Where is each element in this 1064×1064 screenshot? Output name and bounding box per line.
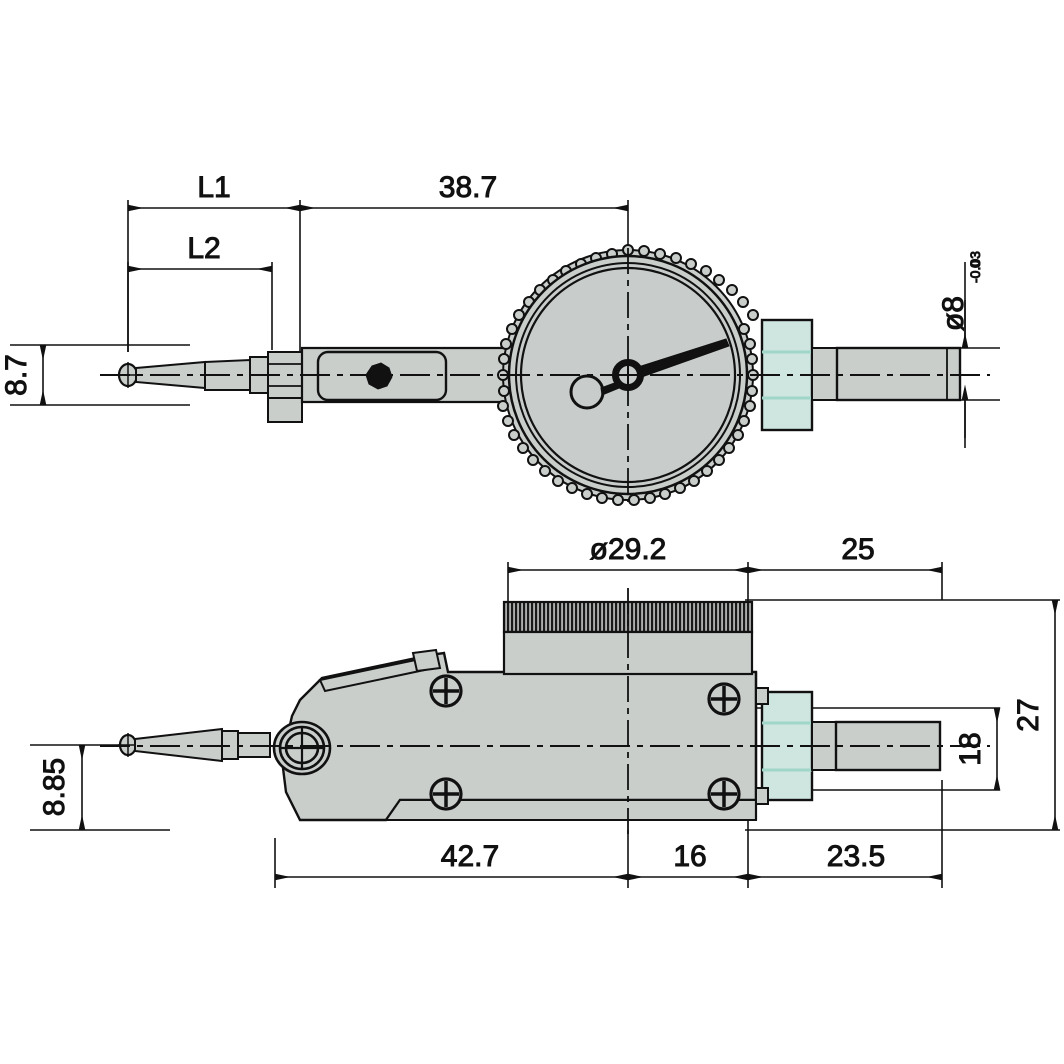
top-view: L1 L2 38.7 8.7 ø8 0 -0.03 xyxy=(0,171,1000,506)
screw-bottom-right xyxy=(707,777,741,811)
body-screws xyxy=(429,674,741,811)
dim-8-85: 8.85 xyxy=(38,744,86,831)
top-body xyxy=(300,346,562,404)
dim-23-5-label: 23.5 xyxy=(827,840,885,873)
dim-18: 18 xyxy=(954,707,1001,791)
top-stylus xyxy=(117,351,303,423)
dim-16: 16 xyxy=(627,840,749,881)
dim-27: 27 xyxy=(1012,599,1059,831)
screw-bottom-left xyxy=(429,777,463,811)
dim-L2-label: L2 xyxy=(187,232,220,265)
stylus-lower-block xyxy=(267,397,303,423)
stylus-pivot-hinge xyxy=(272,720,332,776)
dim-38-7: 38.7 xyxy=(299,171,629,212)
dim-L1: L1 xyxy=(127,171,301,212)
body-lever-tab xyxy=(411,648,442,673)
side-view: ø29.2 25 42.7 16 23.5 27 1 xyxy=(30,533,1060,888)
dim-8-7-label: 8.7 xyxy=(0,354,33,396)
dim-27-label: 27 xyxy=(1012,698,1045,731)
dim-d29-2-label: ø29.2 xyxy=(590,533,667,566)
dim-8-7: 8.7 xyxy=(0,344,47,406)
dim-42-7-label: 42.7 xyxy=(441,840,499,873)
side-body xyxy=(272,648,758,822)
dim-16-label: 16 xyxy=(673,840,706,873)
dim-d8-tolerance-upper: 0 xyxy=(967,260,983,268)
dim-18-label: 18 xyxy=(954,732,987,765)
dim-25-label: 25 xyxy=(841,533,874,566)
dim-d8-label: ø8 xyxy=(937,296,970,331)
dim-d8: ø8 0 -0.03 xyxy=(937,250,984,448)
screw-top-right xyxy=(707,682,741,716)
dim-L2: L2 xyxy=(127,232,273,273)
top-clamp-stem xyxy=(760,318,962,432)
dim-23-5: 23.5 xyxy=(747,840,943,881)
screw-top-left xyxy=(429,674,463,708)
dim-L1-label: L1 xyxy=(197,171,230,204)
dim-25: 25 xyxy=(747,533,943,574)
dim-8-85-label: 8.85 xyxy=(38,758,71,816)
dim-d8-tolerance-lower: -0.03 xyxy=(967,251,983,283)
dim-42-7: 42.7 xyxy=(274,840,629,881)
dim-38-7-label: 38.7 xyxy=(439,171,497,204)
dim-d29-2: ø29.2 xyxy=(507,533,749,574)
